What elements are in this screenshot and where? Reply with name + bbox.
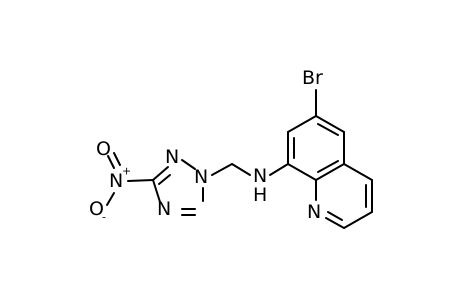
bond-c3-c2 — [343, 211, 373, 229]
bond-nitro-o-top-inner — [113, 152, 121, 166]
bond-c3-nitro — [127, 179, 154, 182]
bond-c7-c6 — [287, 115, 317, 133]
bond-c4a-c4 — [343, 163, 373, 181]
bond-nh-ch2 — [231, 163, 251, 176]
amine-nitrogen-label: N — [253, 165, 267, 187]
bond-n2-c3 — [152, 166, 169, 181]
nitro-nitrogen-charge: + — [122, 165, 131, 178]
bond-ch2-triazole — [211, 163, 233, 176]
bond-nitro-o-bottom — [106, 192, 115, 206]
bond-c8-nh — [269, 163, 289, 176]
triazole-n4-label: N — [157, 198, 171, 220]
quinoline-nitrogen-label: N — [307, 201, 321, 223]
amine-hydrogen-label: H — [253, 184, 267, 206]
bond-c4a-c8a-inner — [317, 160, 339, 173]
bond-c2-n1-inner — [327, 211, 343, 221]
bond-c6-c5-inner — [317, 123, 339, 136]
bond-c6-c5 — [315, 115, 345, 133]
nitro-oxygen-charge: - — [102, 211, 106, 224]
atom-labels: Br N H N N N N N + O O - — [89, 67, 323, 224]
nitro-oxygen-top-label: O — [96, 138, 111, 160]
bond-n2-c3-inner — [158, 174, 171, 185]
bromine-label: Br — [302, 67, 323, 89]
bond-c8a-c8 — [287, 163, 317, 181]
triazole-n1-label: N — [194, 166, 208, 188]
nitro-oxygen-bottom-label: O — [89, 198, 104, 220]
bond-lines — [106, 89, 373, 229]
nitro-nitrogen-label: N — [109, 170, 123, 192]
bond-c3-n4 — [152, 179, 161, 203]
triazole-n2-label: N — [165, 146, 179, 168]
bond-n1-n2 — [181, 159, 196, 170]
bond-nitro-o-top — [107, 155, 115, 169]
bond-c4a-c8a — [315, 163, 345, 181]
bond-c2-n1 — [325, 217, 345, 229]
